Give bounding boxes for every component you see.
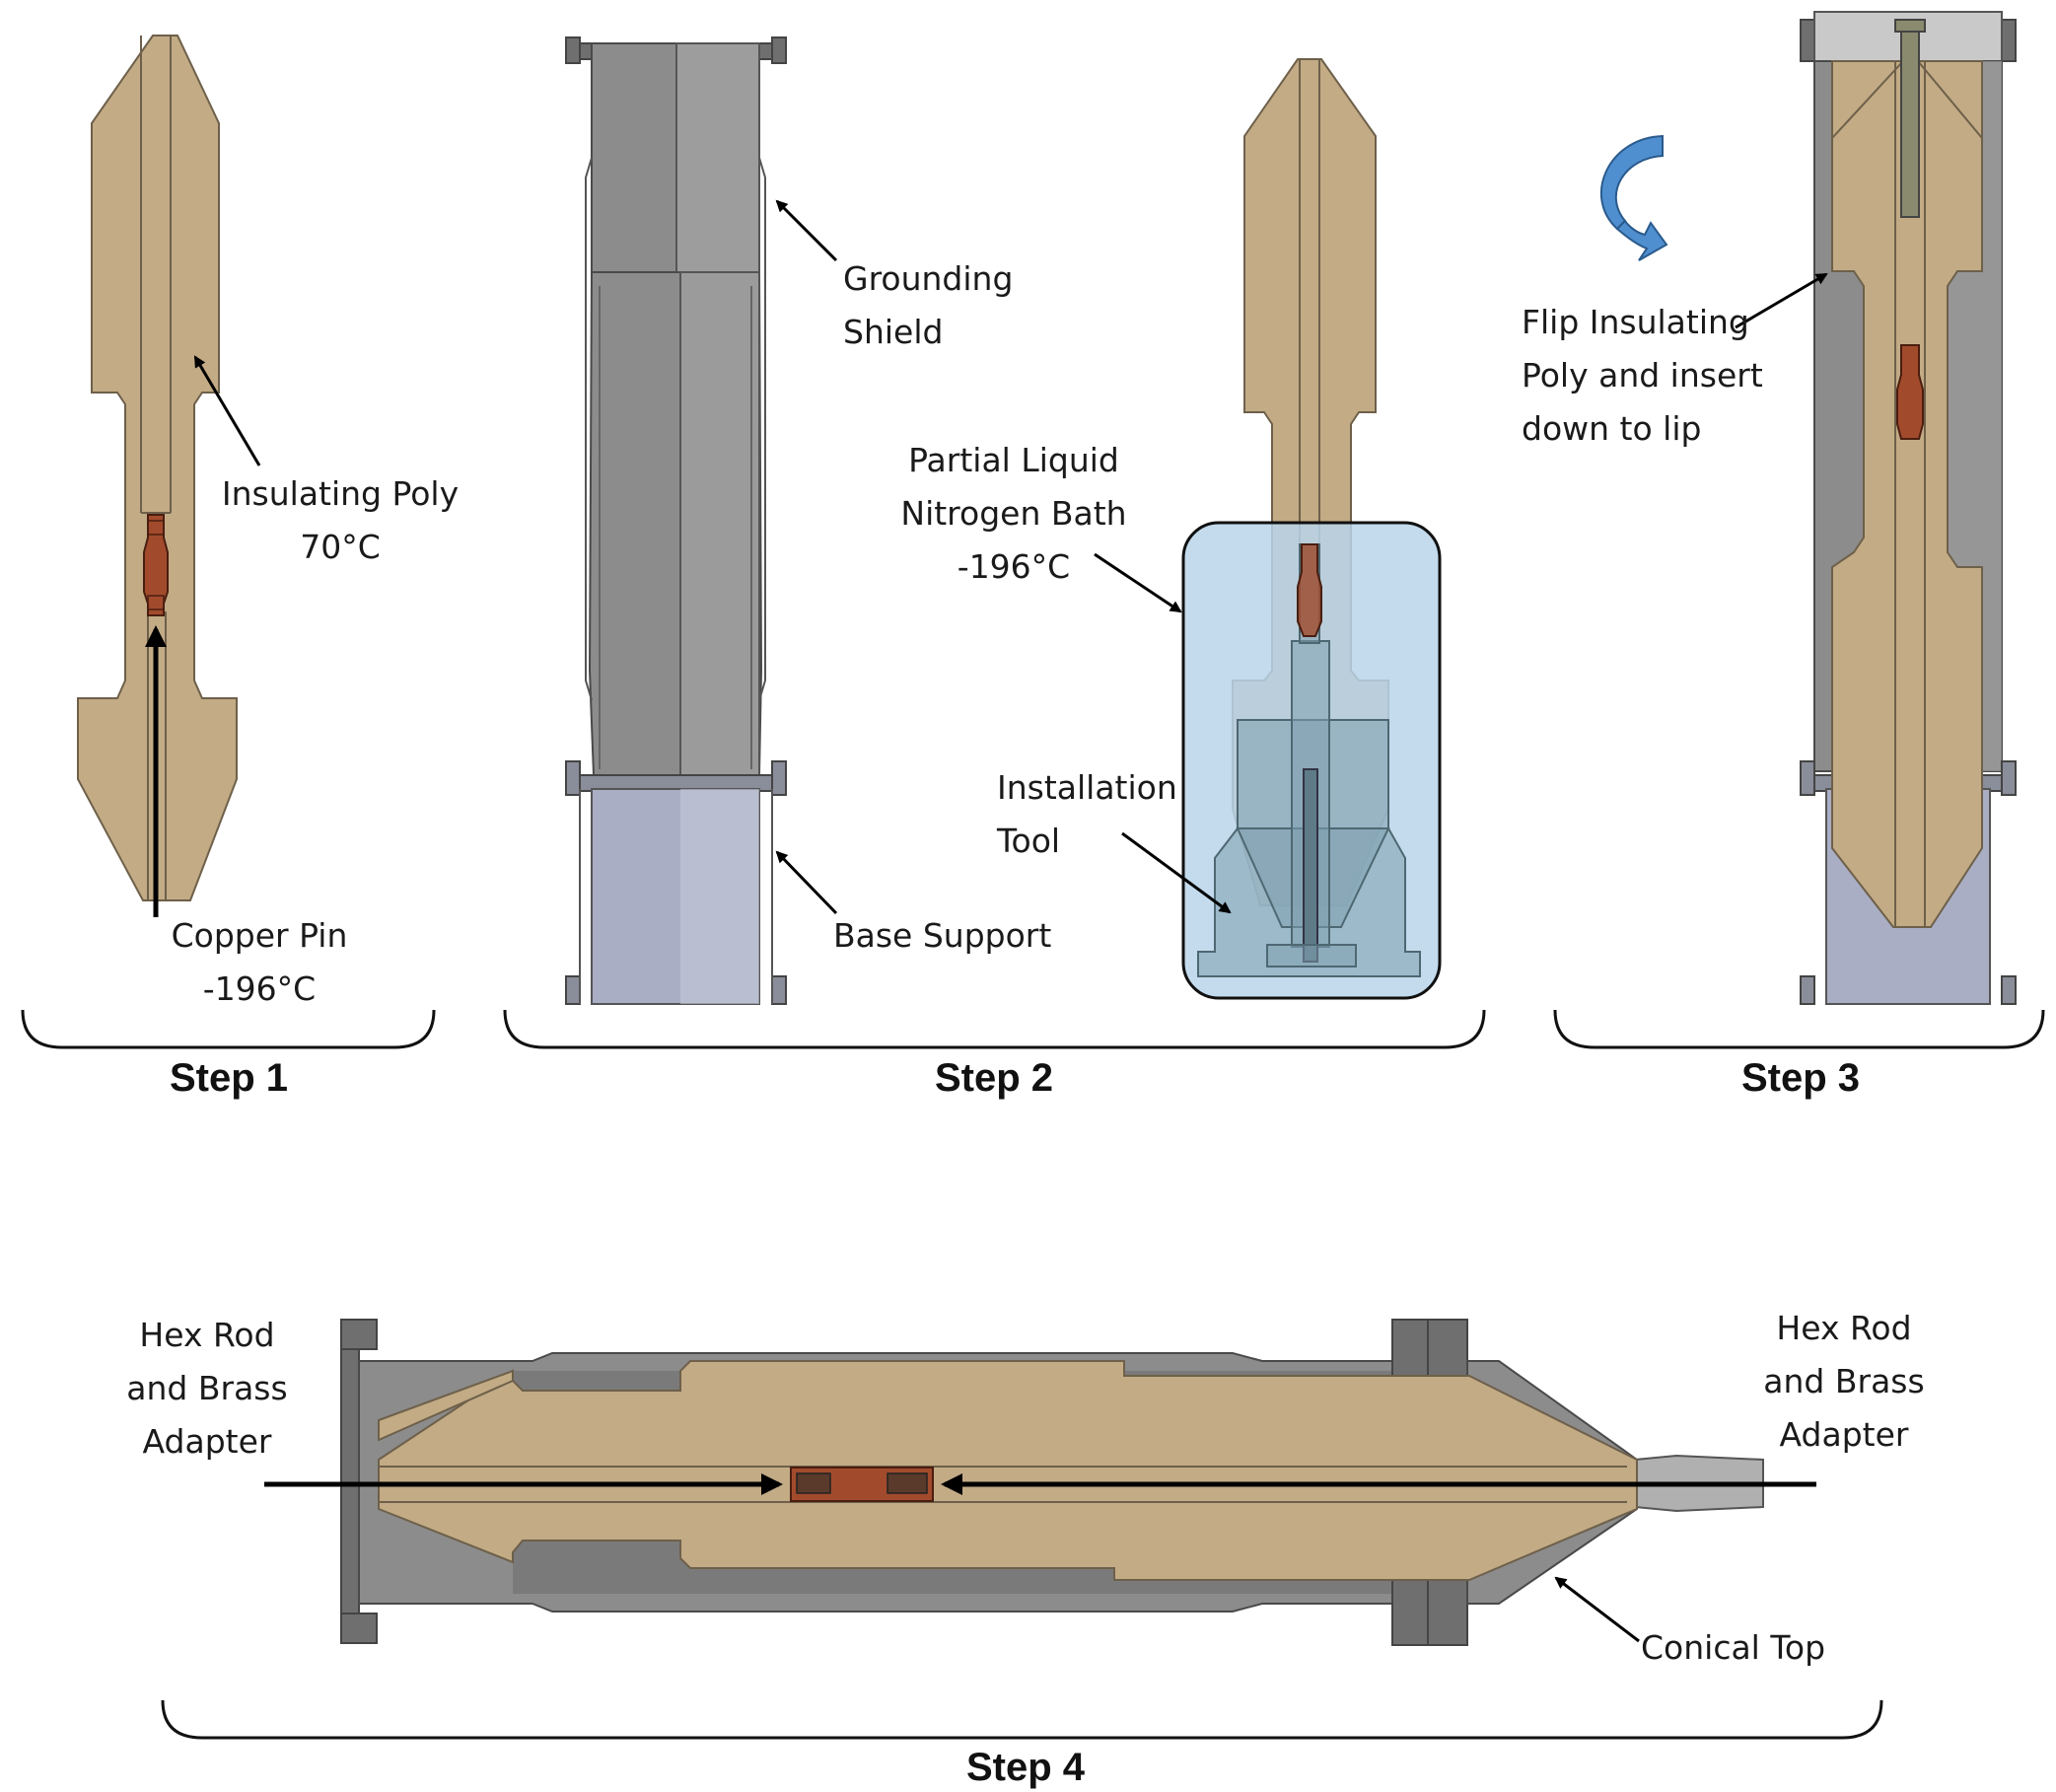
left-label-line3: Adapter — [143, 1422, 272, 1461]
step4-copper-pin — [790, 1467, 934, 1502]
step4-brace — [161, 1699, 1883, 1740]
step4-group: Hex Rod and Brass Adapter Hex Rod and Br… — [126, 1309, 1924, 1789]
grounding-shield-part — [565, 36, 787, 776]
flip-arrow-icon — [1599, 134, 1668, 261]
step3-title: Step 3 — [1741, 1056, 1860, 1100]
step1-title: Step 1 — [170, 1056, 288, 1100]
installation-tool-part — [1197, 543, 1421, 977]
flip-label-line2: Poly and insert — [1522, 356, 1763, 394]
step4-title: Step 4 — [966, 1746, 1086, 1789]
shield-label-line2: Shield — [843, 313, 943, 351]
shield-pointer-arrow — [775, 199, 838, 262]
right-label-line2: and Brass — [1763, 1362, 1924, 1400]
base-pointer-arrow — [775, 850, 838, 915]
conical-pointer-arrow — [1554, 1576, 1640, 1643]
step2-title: Step 2 — [935, 1056, 1053, 1100]
step3-brace — [1553, 1009, 2045, 1049]
step2-group: Grounding Shield Base Support Partial Li… — [503, 36, 1486, 1100]
pin-label-line2: -196°C — [203, 969, 316, 1008]
base-support-part — [565, 760, 787, 1005]
poly-pointer-arrow — [193, 355, 261, 466]
poly-label-line2: 70°C — [300, 528, 381, 566]
shield-label-line1: Grounding — [843, 259, 1013, 298]
flip-label-line3: down to lip — [1522, 409, 1701, 448]
step3-poly-part — [1831, 19, 1983, 928]
step3-group: Flip Insulating Poly and insert down to … — [1522, 11, 2045, 1100]
tool-pointer-arrow — [1121, 831, 1232, 914]
copper-pin-in-bath — [1297, 543, 1322, 637]
conical-label: Conical Top — [1641, 1628, 1825, 1667]
tool-label-line1: Installation — [997, 768, 1177, 807]
left-label-line1: Hex Rod — [139, 1316, 274, 1354]
right-label-line1: Hex Rod — [1776, 1309, 1911, 1347]
insulating-poly-part — [77, 35, 238, 901]
right-label-line3: Adapter — [1780, 1415, 1909, 1454]
bath-label-line3: -196°C — [957, 547, 1070, 586]
bath-label-line1: Partial Liquid — [908, 441, 1119, 479]
left-label-line2: and Brass — [126, 1369, 287, 1407]
bath-label-line2: Nitrogen Bath — [900, 494, 1126, 533]
step1-group: Insulating Poly 70°C Copper Pin -196°C S… — [21, 35, 459, 1100]
step4-poly-part — [378, 1360, 1638, 1581]
flip-pointer-arrow — [1735, 272, 1828, 329]
base-label: Base Support — [833, 916, 1051, 955]
step3-copper-pin — [1896, 344, 1924, 440]
step2-brace — [503, 1009, 1486, 1049]
poly-label-line1: Insulating Poly — [222, 474, 459, 513]
flip-label-line1: Flip Insulating — [1522, 303, 1749, 341]
bath-pointer-arrow — [1094, 552, 1182, 613]
tool-label-line2: Tool — [996, 822, 1060, 860]
copper-pin-part — [143, 514, 169, 616]
step1-brace — [21, 1009, 436, 1049]
pin-label-line1: Copper Pin — [172, 916, 348, 955]
